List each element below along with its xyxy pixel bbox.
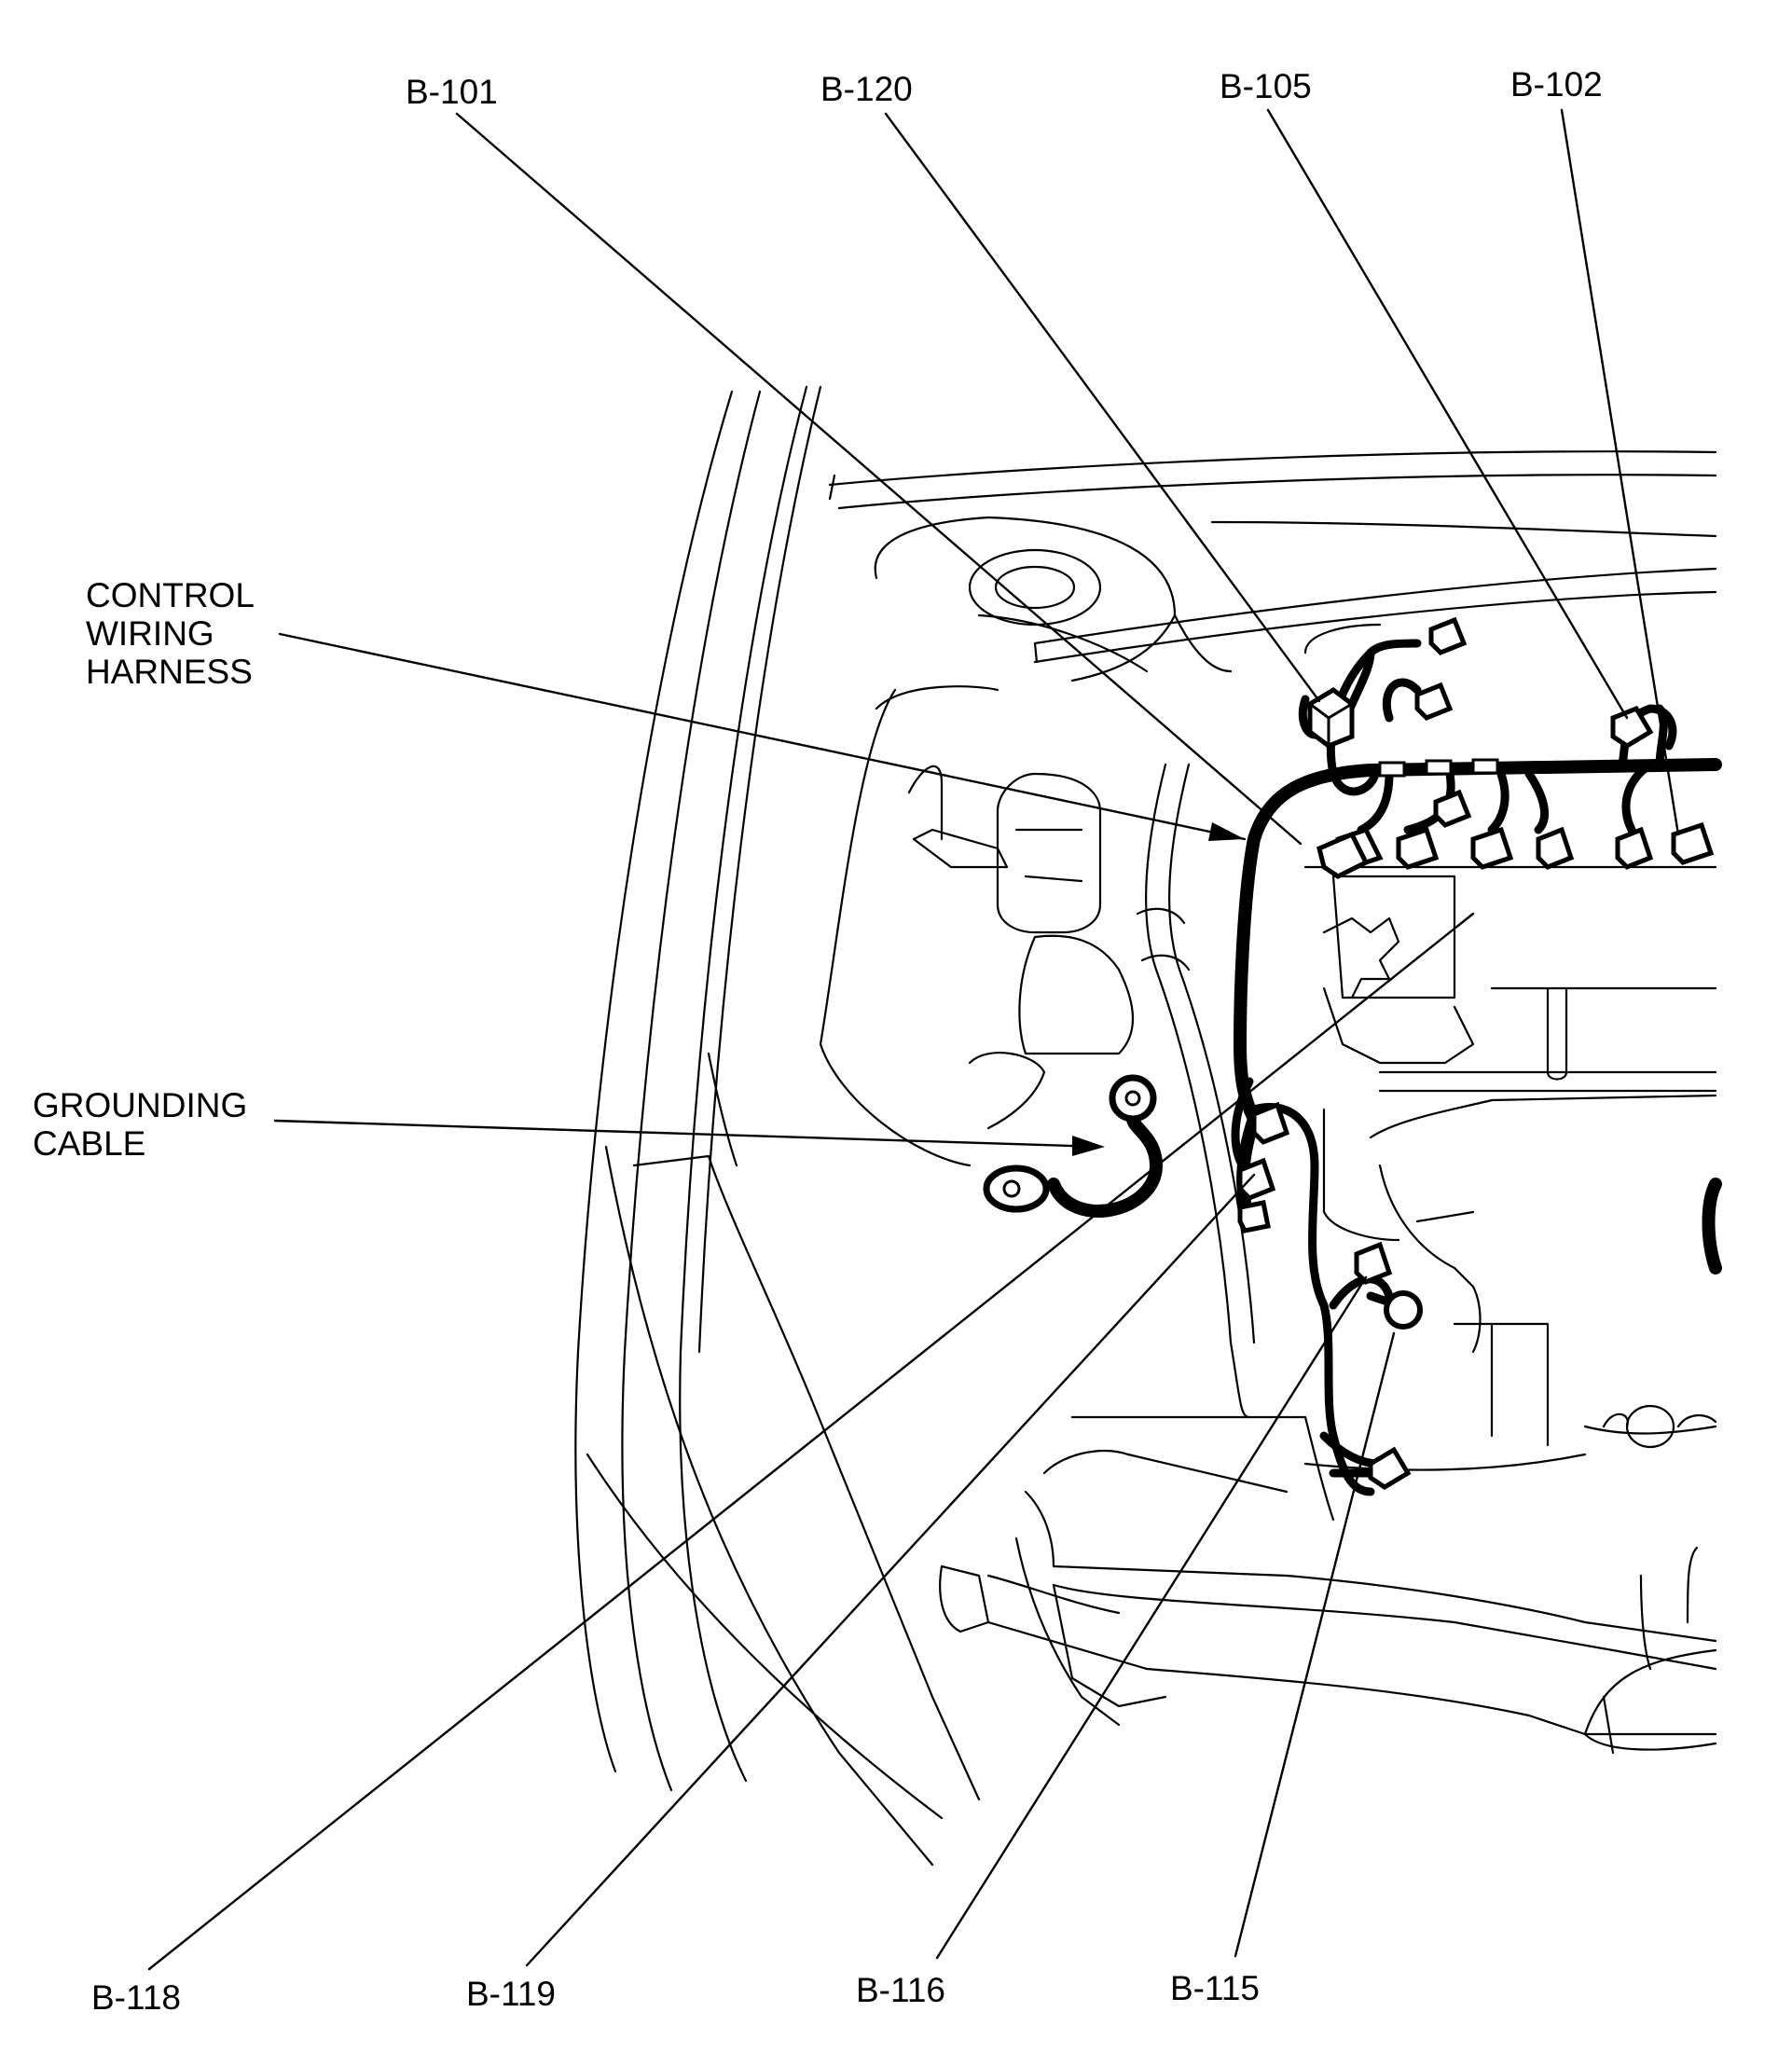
- label-b115: B-115: [1170, 1969, 1260, 2007]
- leader-b115: [1234, 1331, 1396, 1958]
- label-b118: B-118: [91, 1978, 181, 2017]
- harness-bands: [1378, 758, 1499, 778]
- connector-b101: [1316, 826, 1384, 879]
- leader-lines: [147, 108, 1680, 1971]
- label-b105: B-105: [1220, 67, 1312, 105]
- label-b119: B-119: [466, 1975, 556, 2013]
- connector-b116: [1354, 1241, 1393, 1285]
- arrowhead-control-harness: [1208, 822, 1245, 841]
- ground-terminal-upper: [1109, 1074, 1157, 1123]
- label-b120: B-120: [820, 70, 913, 108]
- connector-b102: [1671, 821, 1715, 865]
- label-grounding-cable: GROUNDING CABLE: [33, 1086, 275, 1163]
- label-b102: B-102: [1510, 65, 1603, 103]
- engine-bay-outline: [574, 385, 1722, 1867]
- label-control-wiring-harness: CONTROL WIRING HARNESS: [86, 576, 328, 691]
- arrowheads: [1072, 822, 1245, 1156]
- connector-b115: [1368, 1446, 1412, 1490]
- leader-control-harness: [278, 632, 1247, 841]
- leader-b101: [455, 112, 1303, 846]
- connector-row-5: [1536, 826, 1575, 870]
- connectors: [983, 616, 1715, 1490]
- connector-row-2: [1396, 826, 1440, 870]
- connector-row-6: [1615, 826, 1654, 870]
- leader-b102: [1560, 108, 1680, 836]
- leader-b105: [1266, 108, 1629, 720]
- ground-terminal-lower: [983, 1164, 1050, 1213]
- ground-eyelet-b116: [1384, 1290, 1423, 1330]
- leader-b118: [147, 912, 1475, 1971]
- arrowhead-grounding-cable: [1072, 1136, 1105, 1156]
- label-control-wiring-harness-text: CONTROL WIRING HARNESS: [86, 576, 255, 691]
- connector-b120: [1307, 686, 1355, 749]
- connector-row-4: [1470, 826, 1514, 870]
- leader-b119: [525, 1173, 1256, 1967]
- connector-top-2: [1414, 682, 1454, 721]
- connector-row-3: [1433, 789, 1472, 828]
- label-b101: B-101: [406, 73, 498, 111]
- label-b116: B-116: [856, 1971, 945, 2009]
- leader-b116: [935, 1275, 1368, 1960]
- connector-b119: [1237, 1157, 1276, 1233]
- label-grounding-cable-text: GROUNDING CABLE: [33, 1086, 248, 1163]
- leader-b120: [884, 112, 1321, 703]
- connector-b105: [1610, 705, 1654, 749]
- connector-b118: [1251, 1101, 1290, 1145]
- connector-top-1: [1428, 616, 1468, 655]
- leader-grounding-cable: [273, 1119, 1102, 1149]
